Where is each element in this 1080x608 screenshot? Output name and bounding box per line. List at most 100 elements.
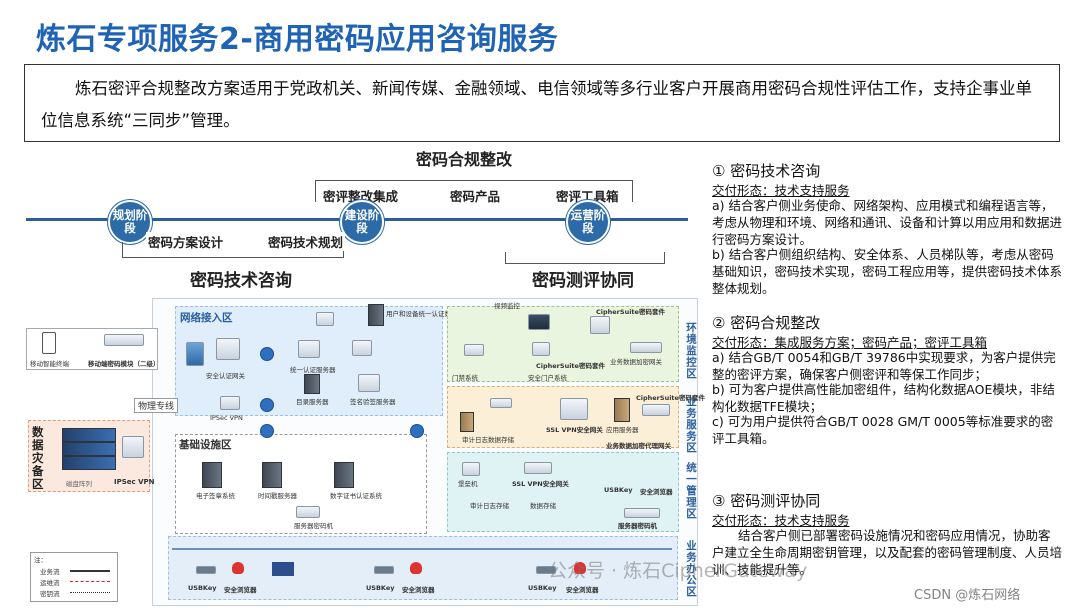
- watermark-wechat: 公众号 · 炼石CipherGateway: [548, 560, 808, 582]
- ssl-vpn-gw-device-2: [524, 462, 552, 474]
- server-crypto-label: 服务器密码机: [294, 522, 333, 530]
- auth-db-server: [368, 304, 384, 326]
- legend-note: 注：: [34, 556, 47, 564]
- zone-unified-mgmt-title: 统一管理区: [685, 462, 697, 520]
- browser-label-1: 安全浏览器: [224, 586, 257, 594]
- bottom-left-title: 密码技术咨询: [190, 271, 292, 291]
- zone-access-title: 网络接入区: [180, 312, 233, 324]
- s1-item-b: b) 结合客户侧组织结构、安全体系、人员梯队等，考虑从密码基础知识，密码技术实现…: [712, 247, 1063, 296]
- timestamp-server: [262, 462, 282, 488]
- badge-operating: 运营阶段: [566, 200, 610, 244]
- router-node-2: [260, 398, 274, 412]
- biz-encrypt-gw-device: [630, 342, 662, 353]
- sign-verify-box: [358, 374, 380, 392]
- ipsec-vpn-device: [220, 396, 240, 410]
- legend-biz-line: [70, 570, 110, 572]
- s2-item-a: a) 结合GB/T 0054和GB/T 39786中实现要求，为客户提供完整的密…: [712, 350, 1056, 382]
- browser-label-mgmt: 安全浏览器: [640, 488, 673, 496]
- s2-form: 交付形态：集成服务方案；密码产品；密评工具箱: [712, 335, 988, 350]
- legend-ops: 运维流: [40, 579, 60, 587]
- ssl-vpn-gw-label-2: SSL VPN安全网关: [512, 480, 569, 488]
- zone-disaster-title: 数据灾备区: [32, 425, 44, 491]
- cs-kit-label-2: CipherSuite密码套件: [536, 362, 605, 370]
- smartphone-icon: [42, 332, 56, 354]
- s1-item-a: a) 结合客户侧业务使命、网络架构、应用模式和编程语言等，考虑从物理和环境、网络…: [712, 198, 1063, 247]
- zone-infra-title: 基础设施区: [179, 439, 232, 451]
- disk-array-unit-3: [62, 456, 116, 470]
- top-item-toolbox: 密评工具箱: [556, 189, 619, 204]
- timeline-top-title: 密码合规整改: [416, 150, 513, 169]
- biz-encrypt-gw-label: 业务数据加密网关: [610, 358, 662, 366]
- browser-label-3: 安全浏览器: [566, 586, 599, 594]
- audit-log-label: 审计日志存储: [470, 502, 509, 510]
- zone-env-monitor-title: 环境监控区: [685, 322, 697, 380]
- usbkey-icon-2: [374, 566, 394, 574]
- ssl-vpn-gw-label: SSL VPN安全网关: [546, 426, 603, 434]
- router-node-1: [260, 347, 274, 361]
- router-node-3: [260, 424, 274, 438]
- router-node-4: [410, 424, 424, 438]
- badge-planning: 规划阶段: [108, 200, 152, 244]
- access-control-device: [464, 344, 484, 356]
- watermark-csdn: CSDN @炼石网络: [914, 588, 1021, 603]
- browser-label-2: 安全浏览器: [402, 586, 435, 594]
- app-server-device: [614, 398, 630, 422]
- mobile-terminal-label: 移动智能终端: [30, 360, 69, 368]
- audit-storage-label: 审计日志数据存储: [462, 436, 514, 444]
- cs-kit-device-3: [642, 404, 670, 416]
- server-crypto-device: [296, 506, 320, 518]
- physical-line-label: 物理专线: [134, 398, 179, 413]
- legend-key-line: [70, 592, 110, 593]
- bastion-label: 堡垒机: [458, 480, 478, 488]
- cs-kit-device-1: [590, 316, 610, 334]
- zone-biz-office-title: 业务办公区: [685, 540, 697, 598]
- unified-auth-device: [298, 340, 320, 358]
- timestamp-label: 时间戳服务器: [258, 492, 297, 500]
- legend-biz: 业务流: [40, 568, 60, 576]
- router-top: [316, 312, 334, 326]
- bottom-bracket-right: [505, 252, 665, 264]
- biz-encrypt-proxy-label: 业务数据加密代理网关: [606, 442, 671, 450]
- s1-form: 交付形态：技术支持服务: [712, 183, 850, 198]
- legend-box: [30, 552, 118, 602]
- access-system-label: 门禁系统: [452, 374, 478, 382]
- page-title: 炼石专项服务2-商用密码应用咨询服务: [36, 22, 559, 57]
- cs-kit-label-1: CipherSuite密码套件: [596, 308, 665, 316]
- switch-device: [490, 398, 512, 408]
- safe-portal-label: 安全门户系统: [528, 374, 567, 382]
- s2-item-c: c) 可为用户提供符合GB/T 0028 GM/T 0005等标准要求的密评工具…: [712, 414, 1054, 446]
- s2-heading: ② 密码合规整改: [712, 314, 821, 332]
- badge-building: 建设阶段: [340, 200, 384, 244]
- disk-array-label: 磁盘阵列: [66, 480, 92, 488]
- shield-icon-2: [410, 562, 422, 574]
- usbkey-icon-1: [196, 566, 216, 574]
- s1-heading: ① 密码技术咨询: [712, 162, 821, 180]
- zone-unified-mgmt: [447, 452, 679, 532]
- audit-storage-device: [460, 412, 474, 432]
- legend-ops-line: [70, 581, 110, 582]
- s2-item-b: b) 可为客户提供高性能加密组件，结构化数据AOE模块，非结构化数据TFE模块；: [712, 382, 1055, 414]
- s3-text: 结合客户侧已部署密码设施情况和密码应用情况，协助客户建立全生命周期密钥管理，以及…: [712, 528, 1063, 577]
- data-backup-label: 数据存储: [530, 502, 556, 510]
- s3-form: 交付形态：技术支持服务: [712, 513, 850, 528]
- unified-auth-label: 统一认证服务器: [290, 366, 336, 374]
- bottom-item-planning: 密码技术规划: [266, 232, 346, 251]
- disk-array-unit-2: [62, 442, 116, 456]
- usbkey-label-1: USBKey: [188, 584, 217, 592]
- ipsec-vpn-label-1: IPSec VPN: [210, 414, 243, 422]
- zone-access: [175, 306, 443, 416]
- top-item-integration: 密评整改集成: [323, 189, 399, 204]
- cert-auth-label: 数字证书认证系统: [330, 492, 382, 500]
- office-bus-line: [172, 548, 672, 550]
- directory-server: [304, 374, 320, 394]
- usbkey-label-mgmt: USBKey: [604, 486, 633, 494]
- mobile-module-label: 移动端密码模块（二级）: [88, 360, 160, 368]
- usbkey-icon-3: [536, 566, 556, 574]
- zone-biz-service-title: 业务服务区: [685, 396, 697, 454]
- usbkey-label-3: USBKey: [528, 584, 557, 592]
- zone-biz-office: [168, 536, 678, 600]
- ssl-vpn-gw-device: [560, 398, 588, 420]
- directory-label: 目录服务器: [296, 398, 329, 406]
- bottom-right-title: 密码测评协同: [532, 271, 634, 291]
- cert-auth-server: [334, 462, 354, 488]
